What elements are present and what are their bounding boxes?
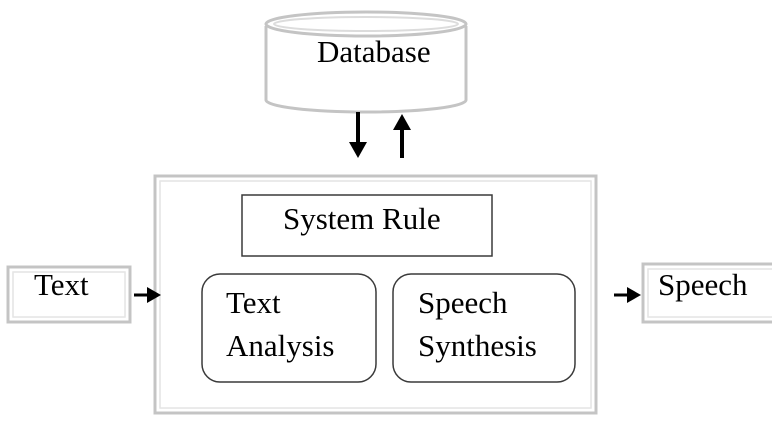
output-speech-label: Speech bbox=[658, 267, 748, 302]
system-rule-box bbox=[241, 194, 493, 257]
output-box bbox=[641, 262, 772, 324]
text-analysis-line1: Text bbox=[226, 285, 281, 320]
text-analysis-line2: Analysis bbox=[226, 328, 335, 363]
output-arrow bbox=[614, 287, 641, 303]
input-box bbox=[6, 265, 132, 324]
system-rule-label: System Rule bbox=[283, 201, 441, 236]
input-arrow bbox=[134, 287, 161, 303]
text-analysis-box bbox=[201, 273, 377, 383]
database-label: Database bbox=[317, 34, 431, 69]
up-arrow bbox=[393, 114, 411, 158]
speech-synthesis-line2: Synthesis bbox=[418, 328, 537, 363]
speech-synthesis-box bbox=[392, 273, 576, 383]
input-text-label: Text bbox=[34, 267, 89, 302]
database-cylinder bbox=[264, 10, 468, 114]
speech-synthesis-line1: Speech bbox=[418, 285, 508, 320]
down-arrow bbox=[349, 112, 367, 158]
